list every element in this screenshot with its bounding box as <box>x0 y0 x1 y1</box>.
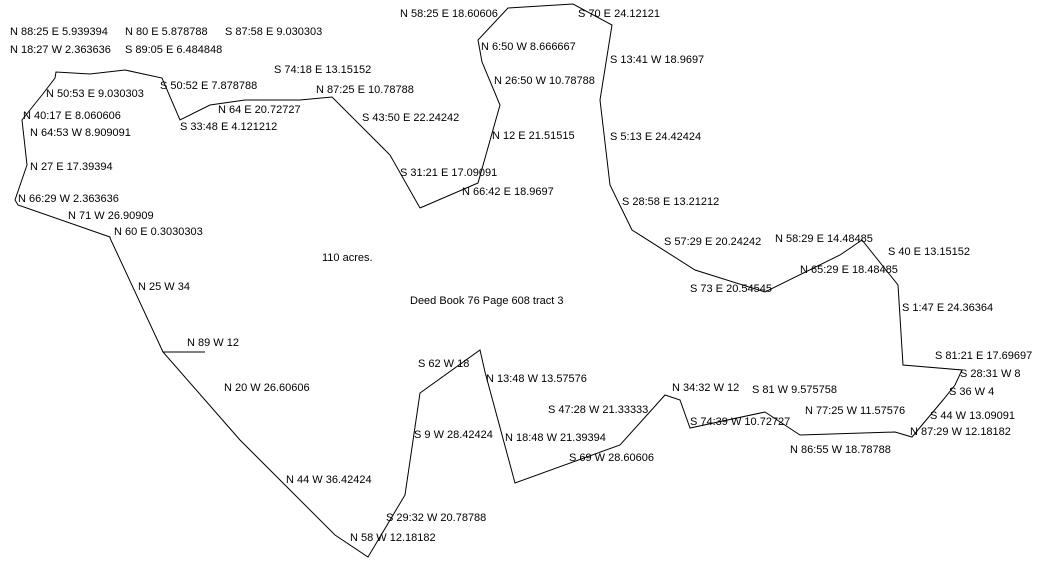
call-label: S 33:48 E 4.121212 <box>180 121 278 133</box>
call-label: S 62 W 18 <box>418 358 470 370</box>
call-label: S 40 E 13.15152 <box>888 246 970 258</box>
call-label: N 26:50 W 10.78788 <box>494 75 595 87</box>
call-label: N 77:25 W 11.57576 <box>805 405 906 417</box>
call-label: N 65:29 E 18.48485 <box>800 264 898 276</box>
area-label: 110 acres. <box>322 252 373 264</box>
call-label: N 71 W 26.90909 <box>68 210 154 222</box>
call-label: S 57:29 E 20.24242 <box>664 236 762 248</box>
call-label: N 50:53 E 9.030303 <box>46 88 144 100</box>
call-label: N 6:50 W 8.666667 <box>481 41 576 53</box>
call-label: S 70 E 24.12121 <box>578 8 660 20</box>
call-label: N 20 W 26.60606 <box>224 382 310 394</box>
call-label: S 74:39 W 10.72727 <box>690 416 791 428</box>
call-label: N 89 W 12 <box>187 337 239 349</box>
call-label: N 18:48 W 21.39394 <box>505 432 606 444</box>
call-label: S 73 E 20.54545 <box>690 283 772 295</box>
call-label: S 13:41 W 18.9697 <box>610 54 705 66</box>
call-label: N 87:29 W 12.18182 <box>910 426 1011 438</box>
call-label: N 58:29 E 14.48485 <box>775 233 873 245</box>
call-label: S 28:58 E 13.21212 <box>622 196 720 208</box>
call-label: S 81:21 E 17.69697 <box>935 350 1033 362</box>
call-label: S 87:58 E 9.030303 <box>225 26 323 38</box>
call-label: S 81 W 9.575758 <box>752 384 838 396</box>
call-label: N 27 E 17.39394 <box>30 161 113 173</box>
call-label: N 13:48 W 13.57576 <box>486 373 587 385</box>
call-label: S 74:18 E 13.15152 <box>274 64 372 76</box>
call-label: S 36 W 4 <box>949 386 995 398</box>
call-label: N 25 W 34 <box>138 281 190 293</box>
call-label: S 47:28 W 21.33333 <box>548 404 649 416</box>
call-label: N 87:25 E 10.78788 <box>316 84 414 96</box>
call-label: N 18:27 W 2.363636 <box>10 44 111 56</box>
boundary-line <box>14 3 963 558</box>
call-label: S 5:13 E 24.42424 <box>610 131 702 143</box>
call-label: S 31:21 E 17.09091 <box>400 167 498 179</box>
call-label: S 44 W 13.09091 <box>930 410 1016 422</box>
call-label: S 69 W 28.60606 <box>569 452 655 464</box>
call-label: N 60 E 0.3030303 <box>114 226 203 238</box>
deed-title: Deed Book 76 Page 608 tract 3 <box>410 295 564 307</box>
call-label: N 44 W 36.42424 <box>286 474 372 486</box>
call-label: S 9 W 28.42424 <box>414 429 493 441</box>
call-label: N 66:42 E 18.9697 <box>462 186 554 198</box>
call-label: S 29:32 W 20.78788 <box>386 512 487 524</box>
call-label: N 58:25 E 18.60606 <box>400 8 498 20</box>
call-label: S 89:05 E 6.484848 <box>125 44 223 56</box>
call-label: N 66:29 W 2.363636 <box>18 193 119 205</box>
call-label: N 40:17 E 8.060606 <box>23 110 121 122</box>
call-label: N 88:25 E 5.939394 <box>10 26 108 38</box>
call-label: N 80 E 5.878788 <box>125 26 208 38</box>
call-label: S 50:52 E 7.878788 <box>160 80 258 92</box>
call-label: N 34:32 W 12 <box>672 382 740 394</box>
call-label: N 58 W 12.18182 <box>350 532 436 544</box>
call-label: N 64:53 W 8.909091 <box>30 127 131 139</box>
call-label: S 28:31 W 8 <box>960 368 1021 380</box>
call-label: N 86:55 W 18.78788 <box>790 444 891 456</box>
call-label: N 12 E 21.51515 <box>492 130 575 142</box>
call-label: N 64 E 20.72727 <box>218 104 301 116</box>
call-label: S 43:50 E 22.24242 <box>362 112 460 124</box>
call-label: S 1:47 E 24.36364 <box>902 302 994 314</box>
